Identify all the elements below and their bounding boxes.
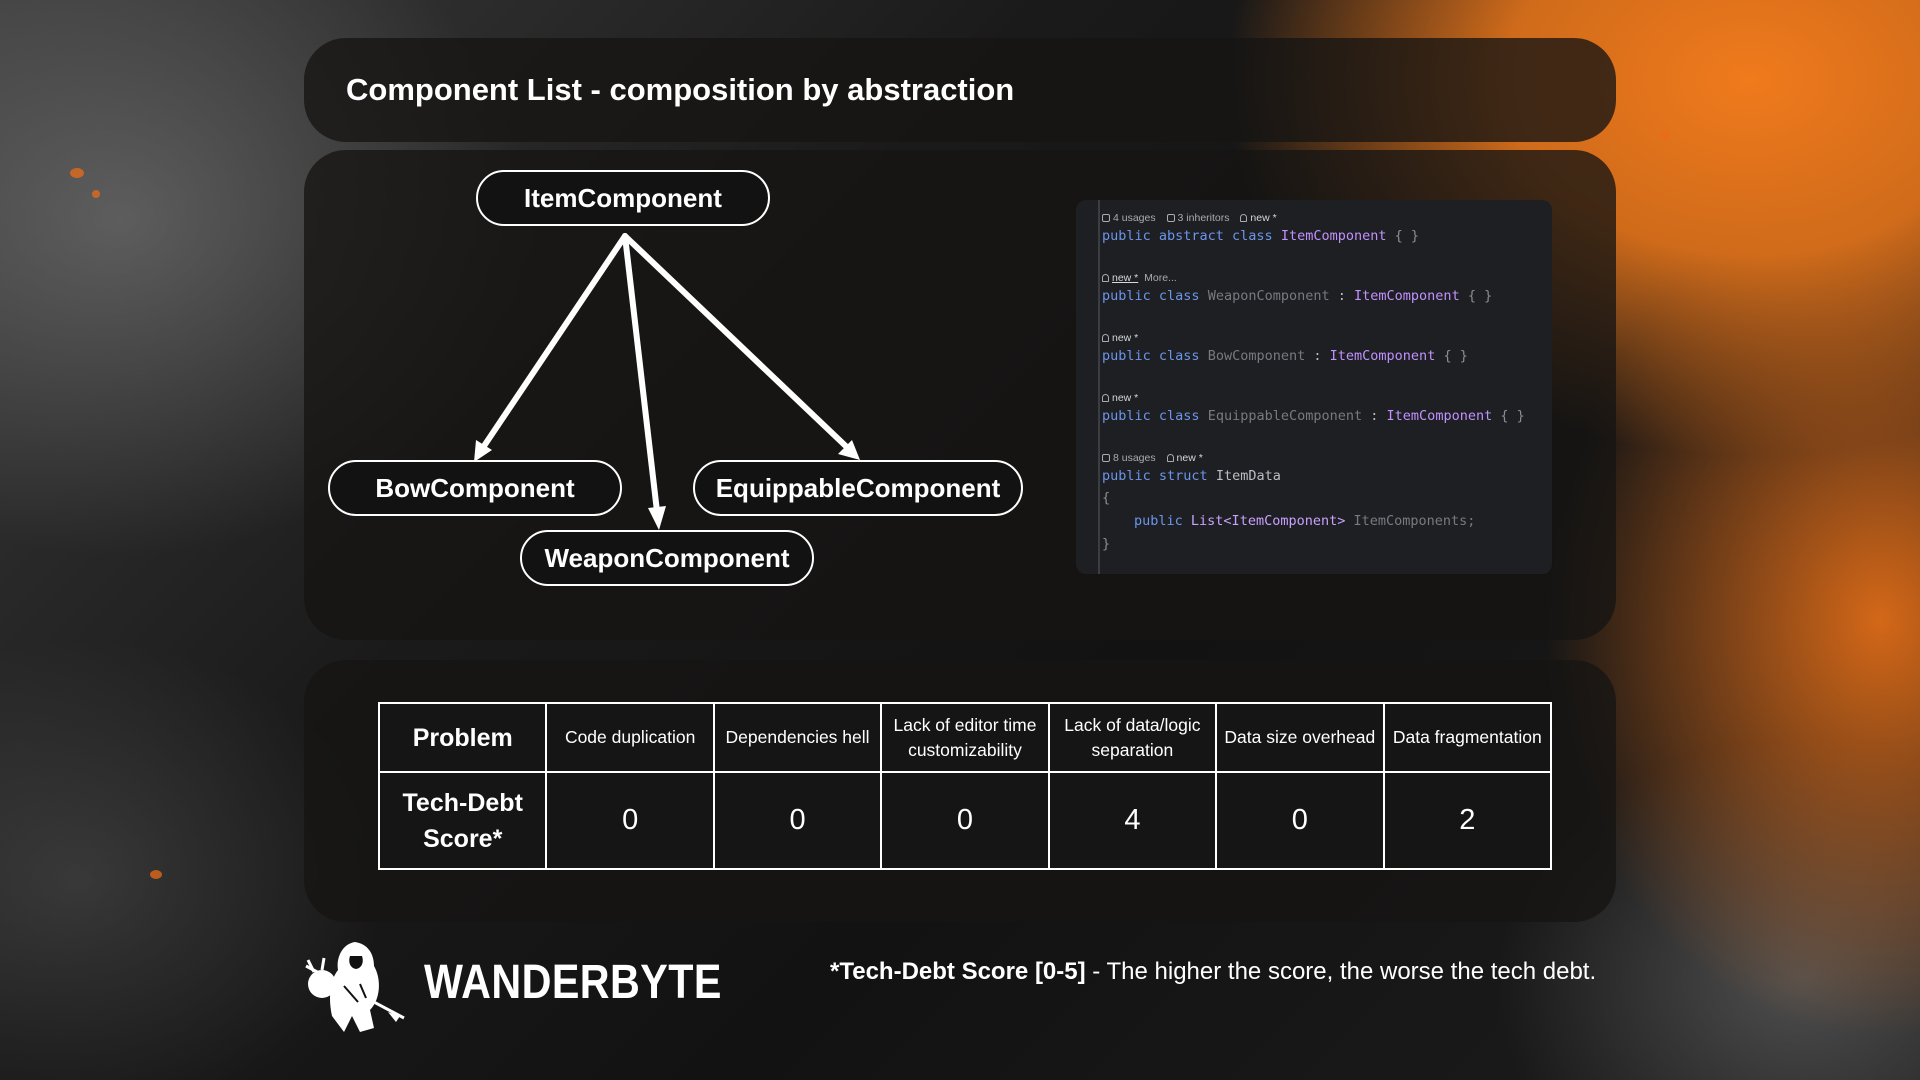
header-cell: Data size overhead — [1215, 701, 1385, 774]
tech-debt-table: Problem Code duplication Dependencies he… — [377, 701, 1553, 870]
score-cell: 0 — [712, 771, 883, 870]
row-label-problem: Problem — [377, 701, 548, 774]
score-cell: 2 — [1382, 771, 1553, 870]
node-item-component: ItemComponent — [476, 170, 770, 226]
code-editor-snippet: 4 usages 3 inheritors new * public abstr… — [1076, 200, 1552, 574]
usages-icon — [1102, 454, 1110, 462]
header-cell: Lack of data/logic separation — [1047, 701, 1218, 774]
code-gutter — [1098, 200, 1100, 574]
title-panel: Component List - composition by abstract… — [304, 38, 1616, 142]
code-line: public class BowComponent : ItemComponen… — [1102, 348, 1468, 364]
author-icon — [1102, 394, 1109, 402]
ember-speck — [150, 870, 162, 879]
code-line: public class WeaponComponent : ItemCompo… — [1102, 288, 1493, 304]
table-row: Tech-Debt Score* 0 0 0 4 0 2 — [377, 771, 1553, 870]
code-hint: new * More... — [1102, 272, 1177, 284]
ember-speck — [70, 168, 84, 178]
author-icon — [1166, 454, 1174, 462]
ember-speck — [92, 190, 100, 198]
code-hint: new * — [1102, 392, 1138, 404]
author-icon — [1240, 214, 1248, 222]
slide-title: Component List - composition by abstract… — [346, 72, 1015, 107]
code-hint: new * — [1102, 332, 1138, 344]
node-weapon-component: WeaponComponent — [520, 530, 814, 586]
author-icon — [1102, 334, 1109, 342]
header-cell: Lack of editor time customizability — [880, 701, 1050, 774]
score-cell: 0 — [1215, 771, 1385, 870]
code-line: public struct ItemData — [1102, 468, 1281, 484]
usages-icon — [1102, 214, 1110, 222]
author-icon — [1102, 274, 1109, 282]
node-equippable-component: EquippableComponent — [693, 460, 1023, 516]
wanderbyte-logo — [305, 942, 405, 1032]
code-line: { — [1102, 490, 1111, 506]
table-row: Problem Code duplication Dependencies he… — [377, 701, 1553, 774]
header-cell: Data fragmentation — [1382, 701, 1553, 774]
score-cell: 0 — [880, 771, 1050, 870]
node-bow-component: BowComponent — [328, 460, 622, 516]
header-cell: Dependencies hell — [712, 701, 883, 774]
inheritors-icon — [1166, 214, 1175, 222]
header-cell: Code duplication — [545, 701, 715, 774]
code-line: public abstract class ItemComponent { } — [1102, 228, 1420, 244]
code-line: public List<ItemComponent> ItemComponent… — [1134, 513, 1476, 529]
score-cell: 0 — [545, 771, 715, 870]
row-label-score: Tech-Debt Score* — [377, 771, 548, 870]
ember-speck — [1660, 130, 1670, 140]
code-line: public class EquippableComponent : ItemC… — [1102, 408, 1525, 424]
footnote: *Tech-Debt Score [0-5] - The higher the … — [830, 958, 1597, 985]
code-hint: 8 usages new * — [1102, 452, 1203, 464]
code-line: } — [1102, 536, 1111, 552]
brand-name: WANDERBYTE — [424, 956, 722, 1009]
score-cell: 4 — [1047, 771, 1218, 870]
code-hint: 4 usages 3 inheritors new * — [1102, 212, 1277, 224]
